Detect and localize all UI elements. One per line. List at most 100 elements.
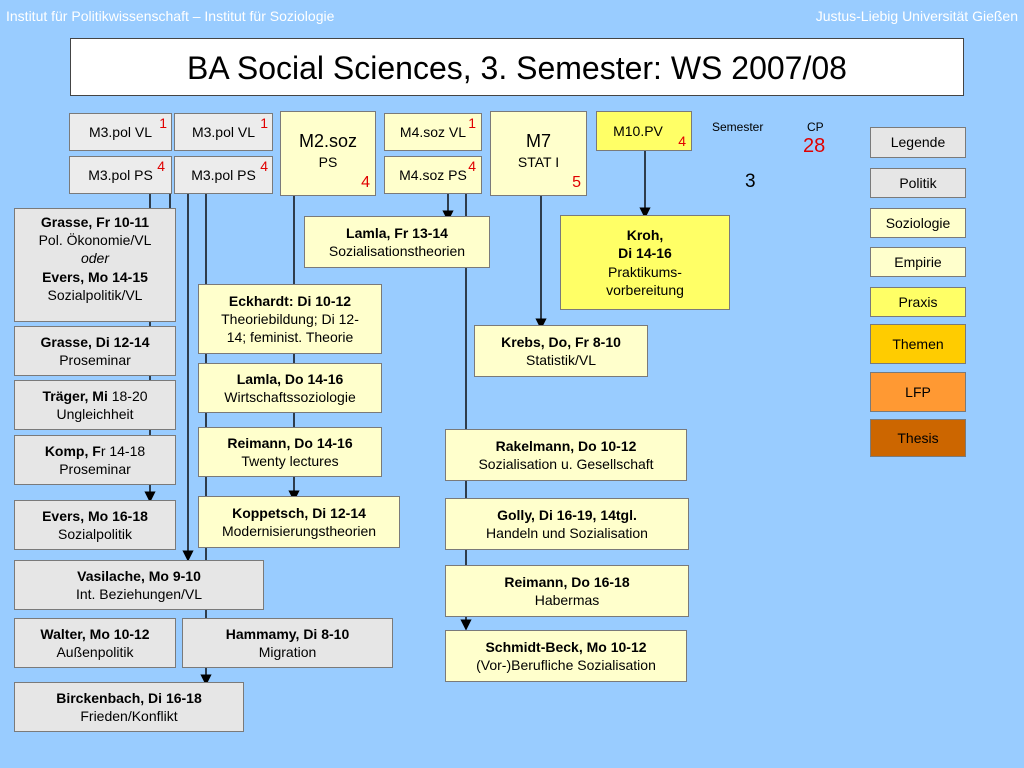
- course-koppetsch[interactable]: Koppetsch, Di 12-14 Modernisierungstheor…: [198, 496, 400, 548]
- semester-label: Semester: [712, 120, 764, 134]
- course-schmidt-beck[interactable]: Schmidt-Beck, Mo 10-12 (Vor-)Berufliche …: [445, 630, 687, 682]
- course-golly[interactable]: Golly, Di 16-19, 14tgl. Handeln und Sozi…: [445, 498, 689, 550]
- course-subject: Migration: [258, 644, 317, 660]
- course-title: Schmidt-Beck, Mo 10-12: [485, 638, 647, 655]
- module-label: M4.soz VL: [399, 123, 467, 140]
- course-time: 18-20: [107, 387, 148, 404]
- course-title: Träger, Mi: [42, 387, 108, 404]
- course-grasse-evers[interactable]: Grasse, Fr 10-11 Pol. Ökonomie/VL oder E…: [14, 208, 176, 322]
- course-subject: Modernisierungstheorien: [221, 523, 377, 539]
- module-m4soz-ps[interactable]: M4.soz PS 4: [384, 156, 482, 194]
- module-label: M10.PV: [613, 123, 663, 139]
- course-kroh[interactable]: Kroh, Di 14-16 Praktikums- vorbereitung: [560, 215, 730, 310]
- legend-title-label: Legende: [890, 134, 946, 151]
- module-m2soz[interactable]: M2.soz PS 4: [280, 111, 376, 196]
- course-eckhardt[interactable]: Eckhardt: Di 10-12 Theoriebildung; Di 12…: [198, 284, 382, 354]
- course-title: Evers, Mo 16-18: [42, 507, 148, 524]
- course-time: Di 14-16: [618, 245, 672, 262]
- cp-badge: 1: [159, 115, 167, 131]
- course-evers-mo[interactable]: Evers, Mo 16-18 Sozialpolitik: [14, 500, 176, 550]
- course-walter[interactable]: Walter, Mo 10-12 Außenpolitik: [14, 618, 176, 668]
- course-subject: Sozialisationstheorien: [328, 243, 466, 259]
- module-label: M3.pol VL: [191, 123, 256, 140]
- legend-item-label: Praxis: [898, 293, 938, 310]
- module-sub: PS: [318, 154, 338, 171]
- course-grasse-di[interactable]: Grasse, Di 12-14 Proseminar: [14, 326, 176, 376]
- cp-badge: 1: [468, 115, 476, 131]
- module-m7[interactable]: M7 STAT I 5: [490, 111, 587, 196]
- course-komp[interactable]: Komp, Fr 14-18 Proseminar: [14, 435, 176, 485]
- legend-item-label: LFP: [905, 383, 931, 400]
- course-birckenbach[interactable]: Birckenbach, Di 16-18 Frieden/Konflikt: [14, 682, 244, 732]
- course-title: Grasse, Di 12-14: [40, 333, 150, 350]
- course-reimann-do16[interactable]: Reimann, Do 16-18 Habermas: [445, 565, 689, 617]
- legend-item-label: Politik: [899, 174, 937, 191]
- course-subject: Praktikums-: [608, 263, 682, 280]
- module-m3pol-vl-2[interactable]: M3.pol VL 1: [174, 113, 273, 151]
- course-title: Reimann, Do 14-16: [227, 434, 353, 451]
- course-title: Grasse, Fr 10-11: [40, 214, 150, 230]
- course-title: Komp, F: [44, 442, 101, 459]
- module-m3pol-ps-1[interactable]: M3.pol PS 4: [69, 156, 172, 194]
- course-lamla-do[interactable]: Lamla, Do 14-16 Wirtschaftssoziologie: [198, 363, 382, 413]
- course-lamla-fr[interactable]: Lamla, Fr 13-14 Sozialisationstheorien: [304, 216, 490, 268]
- course-title: Lamla, Fr 13-14: [346, 224, 448, 241]
- course-oder: oder: [80, 250, 110, 267]
- course-subject: Statistik/VL: [525, 352, 597, 368]
- course-traeger[interactable]: Träger, Mi 18-20 Ungleichheit: [14, 380, 176, 430]
- course-reimann-do14[interactable]: Reimann, Do 14-16 Twenty lectures: [198, 427, 382, 477]
- course-hammamy[interactable]: Hammamy, Di 8-10 Migration: [182, 618, 393, 668]
- course-title: Walter, Mo 10-12: [40, 625, 150, 642]
- course-subject-2: Sozialpolitik/VL: [47, 286, 143, 303]
- legend-item-politik: Politik: [870, 168, 966, 198]
- course-title: Koppetsch, Di 12-14: [232, 504, 366, 521]
- course-title: Birckenbach, Di 16-18: [56, 689, 202, 706]
- legend-item-themen: Themen: [870, 324, 966, 364]
- course-subject: Proseminar: [59, 461, 131, 477]
- module-label: M7: [525, 131, 551, 151]
- cp-badge: 4: [468, 158, 476, 174]
- course-vasilache[interactable]: Vasilache, Mo 9-10 Int. Beziehungen/VL: [14, 560, 264, 610]
- module-sub: STAT I: [517, 154, 560, 171]
- legend-item-label: Themen: [892, 335, 944, 352]
- cp-badge: 4: [260, 158, 268, 174]
- module-m3pol-ps-2[interactable]: M3.pol PS 4: [174, 156, 273, 194]
- legend-item-soziologie: Soziologie: [870, 208, 966, 238]
- course-subject-2: vorbereitung: [606, 281, 684, 298]
- course-title-2: Evers, Mo 14-15: [42, 268, 148, 285]
- cp-badge: 1: [260, 115, 268, 131]
- course-subject: Sozialpolitik: [58, 526, 132, 542]
- module-label: M4.soz PS: [399, 166, 467, 183]
- legend-title: Legende: [870, 127, 966, 158]
- cp-badge: 4: [157, 158, 165, 174]
- module-m3pol-vl-1[interactable]: M3.pol VL 1: [69, 113, 172, 151]
- course-title: Eckhardt: Di 10-12: [228, 292, 352, 309]
- cp-badge: 4: [361, 174, 370, 191]
- legend-item-praxis: Praxis: [870, 287, 966, 317]
- course-time: r 14-18: [100, 442, 146, 459]
- course-rakelmann[interactable]: Rakelmann, Do 10-12 Sozialisation u. Ges…: [445, 429, 687, 481]
- course-title: Lamla, Do 14-16: [236, 370, 344, 387]
- course-krebs[interactable]: Krebs, Do, Fr 8-10 Statistik/VL: [474, 325, 648, 377]
- module-label: M2.soz: [298, 131, 358, 151]
- module-m10pv[interactable]: M10.PV 4: [596, 111, 692, 151]
- course-title: Rakelmann, Do 10-12: [495, 437, 637, 454]
- legend-item-lfp: LFP: [870, 372, 966, 412]
- cp-label: CP: [807, 120, 824, 134]
- legend-item-label: Thesis: [897, 429, 939, 446]
- legend-item-label: Soziologie: [885, 214, 951, 231]
- course-title: Hammamy, Di 8-10: [225, 625, 350, 642]
- legend-item-label: Empirie: [894, 253, 942, 270]
- legend-item-empirie: Empirie: [870, 247, 966, 277]
- module-label: M3.pol PS: [191, 166, 256, 183]
- course-subject: (Vor-)Berufliche Sozialisation: [476, 657, 656, 673]
- module-label: M3.pol VL: [88, 123, 153, 140]
- cp-total: 28: [803, 135, 826, 157]
- course-subject-2: 14; feminist. Theorie: [226, 329, 354, 346]
- module-label: M3.pol PS: [88, 166, 153, 183]
- course-title: Vasilache, Mo 9-10: [77, 567, 201, 584]
- course-subject: Pol. Ökonomie/VL: [38, 232, 152, 249]
- course-title: Kroh,: [626, 227, 664, 244]
- page-title: BA Social Sciences, 3. Semester: WS 2007…: [70, 38, 964, 96]
- module-m4soz-vl[interactable]: M4.soz VL 1: [384, 113, 482, 151]
